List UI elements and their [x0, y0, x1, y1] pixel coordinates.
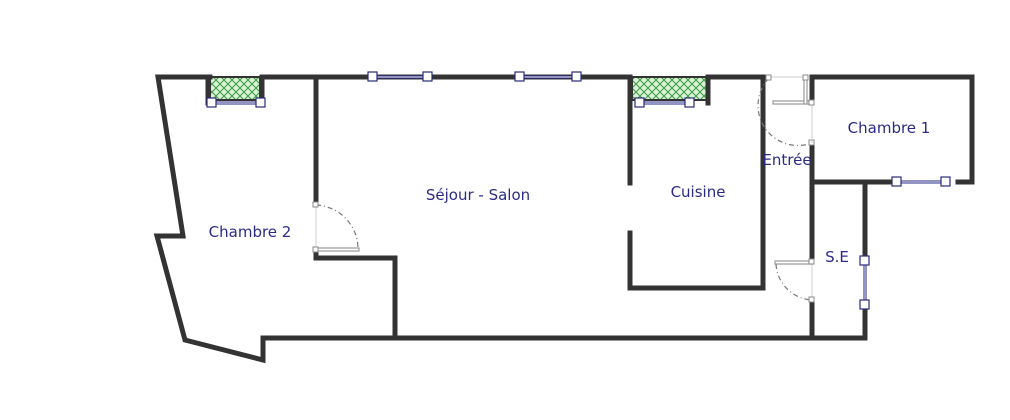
balcony-hatch-left	[209, 76, 261, 101]
door-chambre1[interactable]	[772, 74, 815, 143]
window-cuisine	[634, 97, 695, 108]
exterior-wall-left	[153, 74, 815, 364]
se-wall	[809, 302, 868, 341]
room-label-sejour: Séjour - Salon	[425, 186, 531, 204]
window-top-2	[514, 71, 582, 82]
window-chambre2	[206, 97, 266, 108]
room-label-entree: Entrée	[762, 151, 812, 169]
window-chambre1	[891, 176, 951, 187]
window-se	[859, 255, 870, 310]
door-se[interactable]	[774, 258, 815, 303]
cuisine-wall-low	[627, 77, 766, 291]
window-top-1	[367, 71, 433, 82]
room-label-chambre1: Chambre 1	[847, 119, 931, 137]
chambre1-walls	[809, 74, 975, 185]
chambre2-wall-low	[313, 247, 398, 341]
door-chambre2[interactable]	[312, 201, 360, 253]
room-label-cuisine: Cuisine	[670, 183, 726, 201]
room-label-chambre2: Chambre 2	[208, 223, 292, 241]
balcony-hatch-right	[631, 76, 708, 101]
room-label-se: S.E	[825, 248, 849, 266]
